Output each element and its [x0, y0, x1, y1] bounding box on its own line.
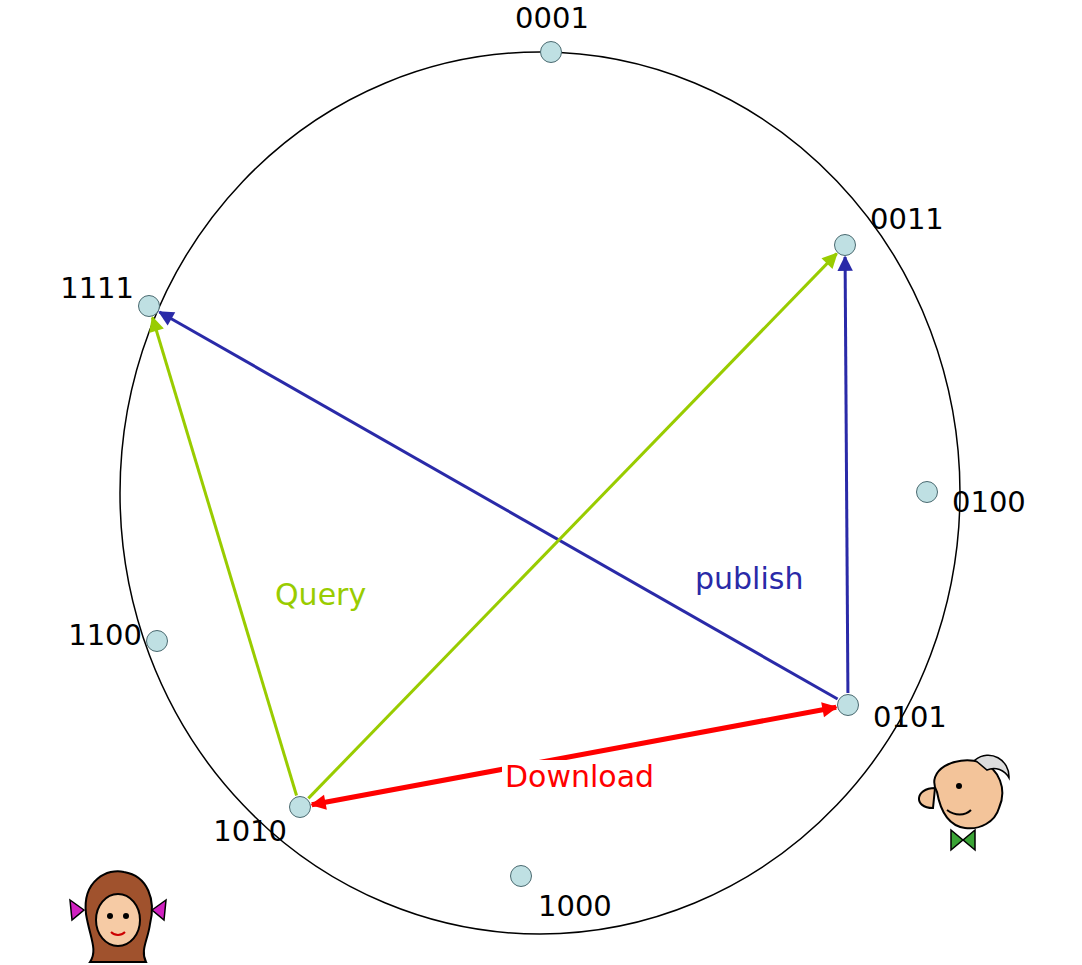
peer-node: 0100	[916, 481, 938, 503]
peer-node: 1010	[289, 796, 311, 818]
arrow-connector	[152, 317, 296, 795]
edge-label: Download	[502, 760, 657, 793]
arrow-connector	[312, 707, 836, 805]
peer-node: 1111	[138, 295, 160, 317]
arrow-connector	[845, 257, 848, 693]
edge-label: Query	[272, 578, 369, 611]
node-id-label: 1000	[538, 891, 612, 923]
girl-icon	[70, 871, 166, 962]
ring	[120, 52, 960, 934]
man-icon	[919, 755, 1009, 850]
node-id-label: 1111	[60, 273, 134, 305]
arrow-connector	[159, 312, 837, 699]
peer-node: 1100	[146, 630, 168, 652]
node-id-label: 1100	[68, 620, 142, 652]
node-id-label: 0100	[952, 487, 1026, 519]
node-id-label: 0101	[873, 702, 947, 734]
edge-label: publish	[692, 562, 806, 595]
peer-node: 0011	[834, 234, 856, 256]
peer-node: 0101	[837, 694, 859, 716]
node-id-label: 0001	[515, 3, 589, 35]
node-id-label: 1010	[213, 816, 287, 848]
node-id-label: 0011	[870, 204, 944, 236]
peer-node: 0001	[540, 41, 562, 63]
arrow-connector	[308, 254, 836, 799]
peer-node: 1000	[510, 865, 532, 887]
